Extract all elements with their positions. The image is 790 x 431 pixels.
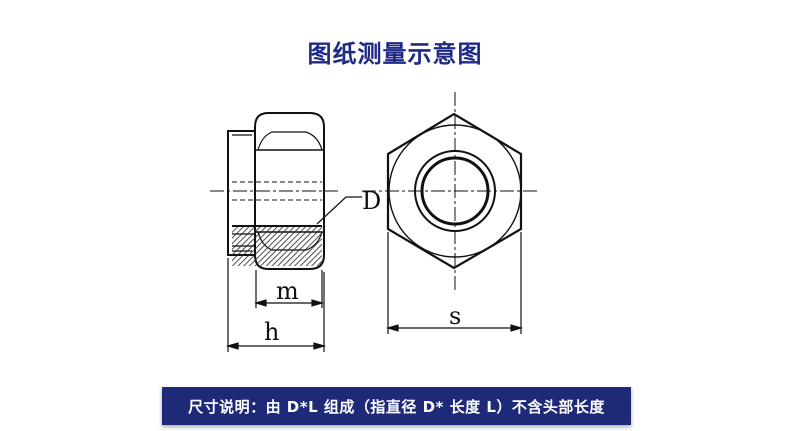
h-dimension: [225, 258, 327, 352]
side-view: [227, 112, 325, 270]
m-label: m: [276, 277, 299, 305]
d-label: D: [362, 187, 381, 215]
h-label: h: [264, 318, 279, 346]
d-leader-line: [316, 196, 362, 225]
s-label: s: [449, 302, 461, 330]
page-title: 图纸测量示意图: [307, 40, 483, 68]
m-dimension: [253, 270, 325, 308]
footer-bar: 尺寸说明：由 D*L 组成（指直径 D* 长度 L）不含头部长度: [162, 387, 631, 425]
footer-note: 尺寸说明：由 D*L 组成（指直径 D* 长度 L）不含头部长度: [188, 397, 605, 416]
s-dimension: [385, 232, 524, 334]
